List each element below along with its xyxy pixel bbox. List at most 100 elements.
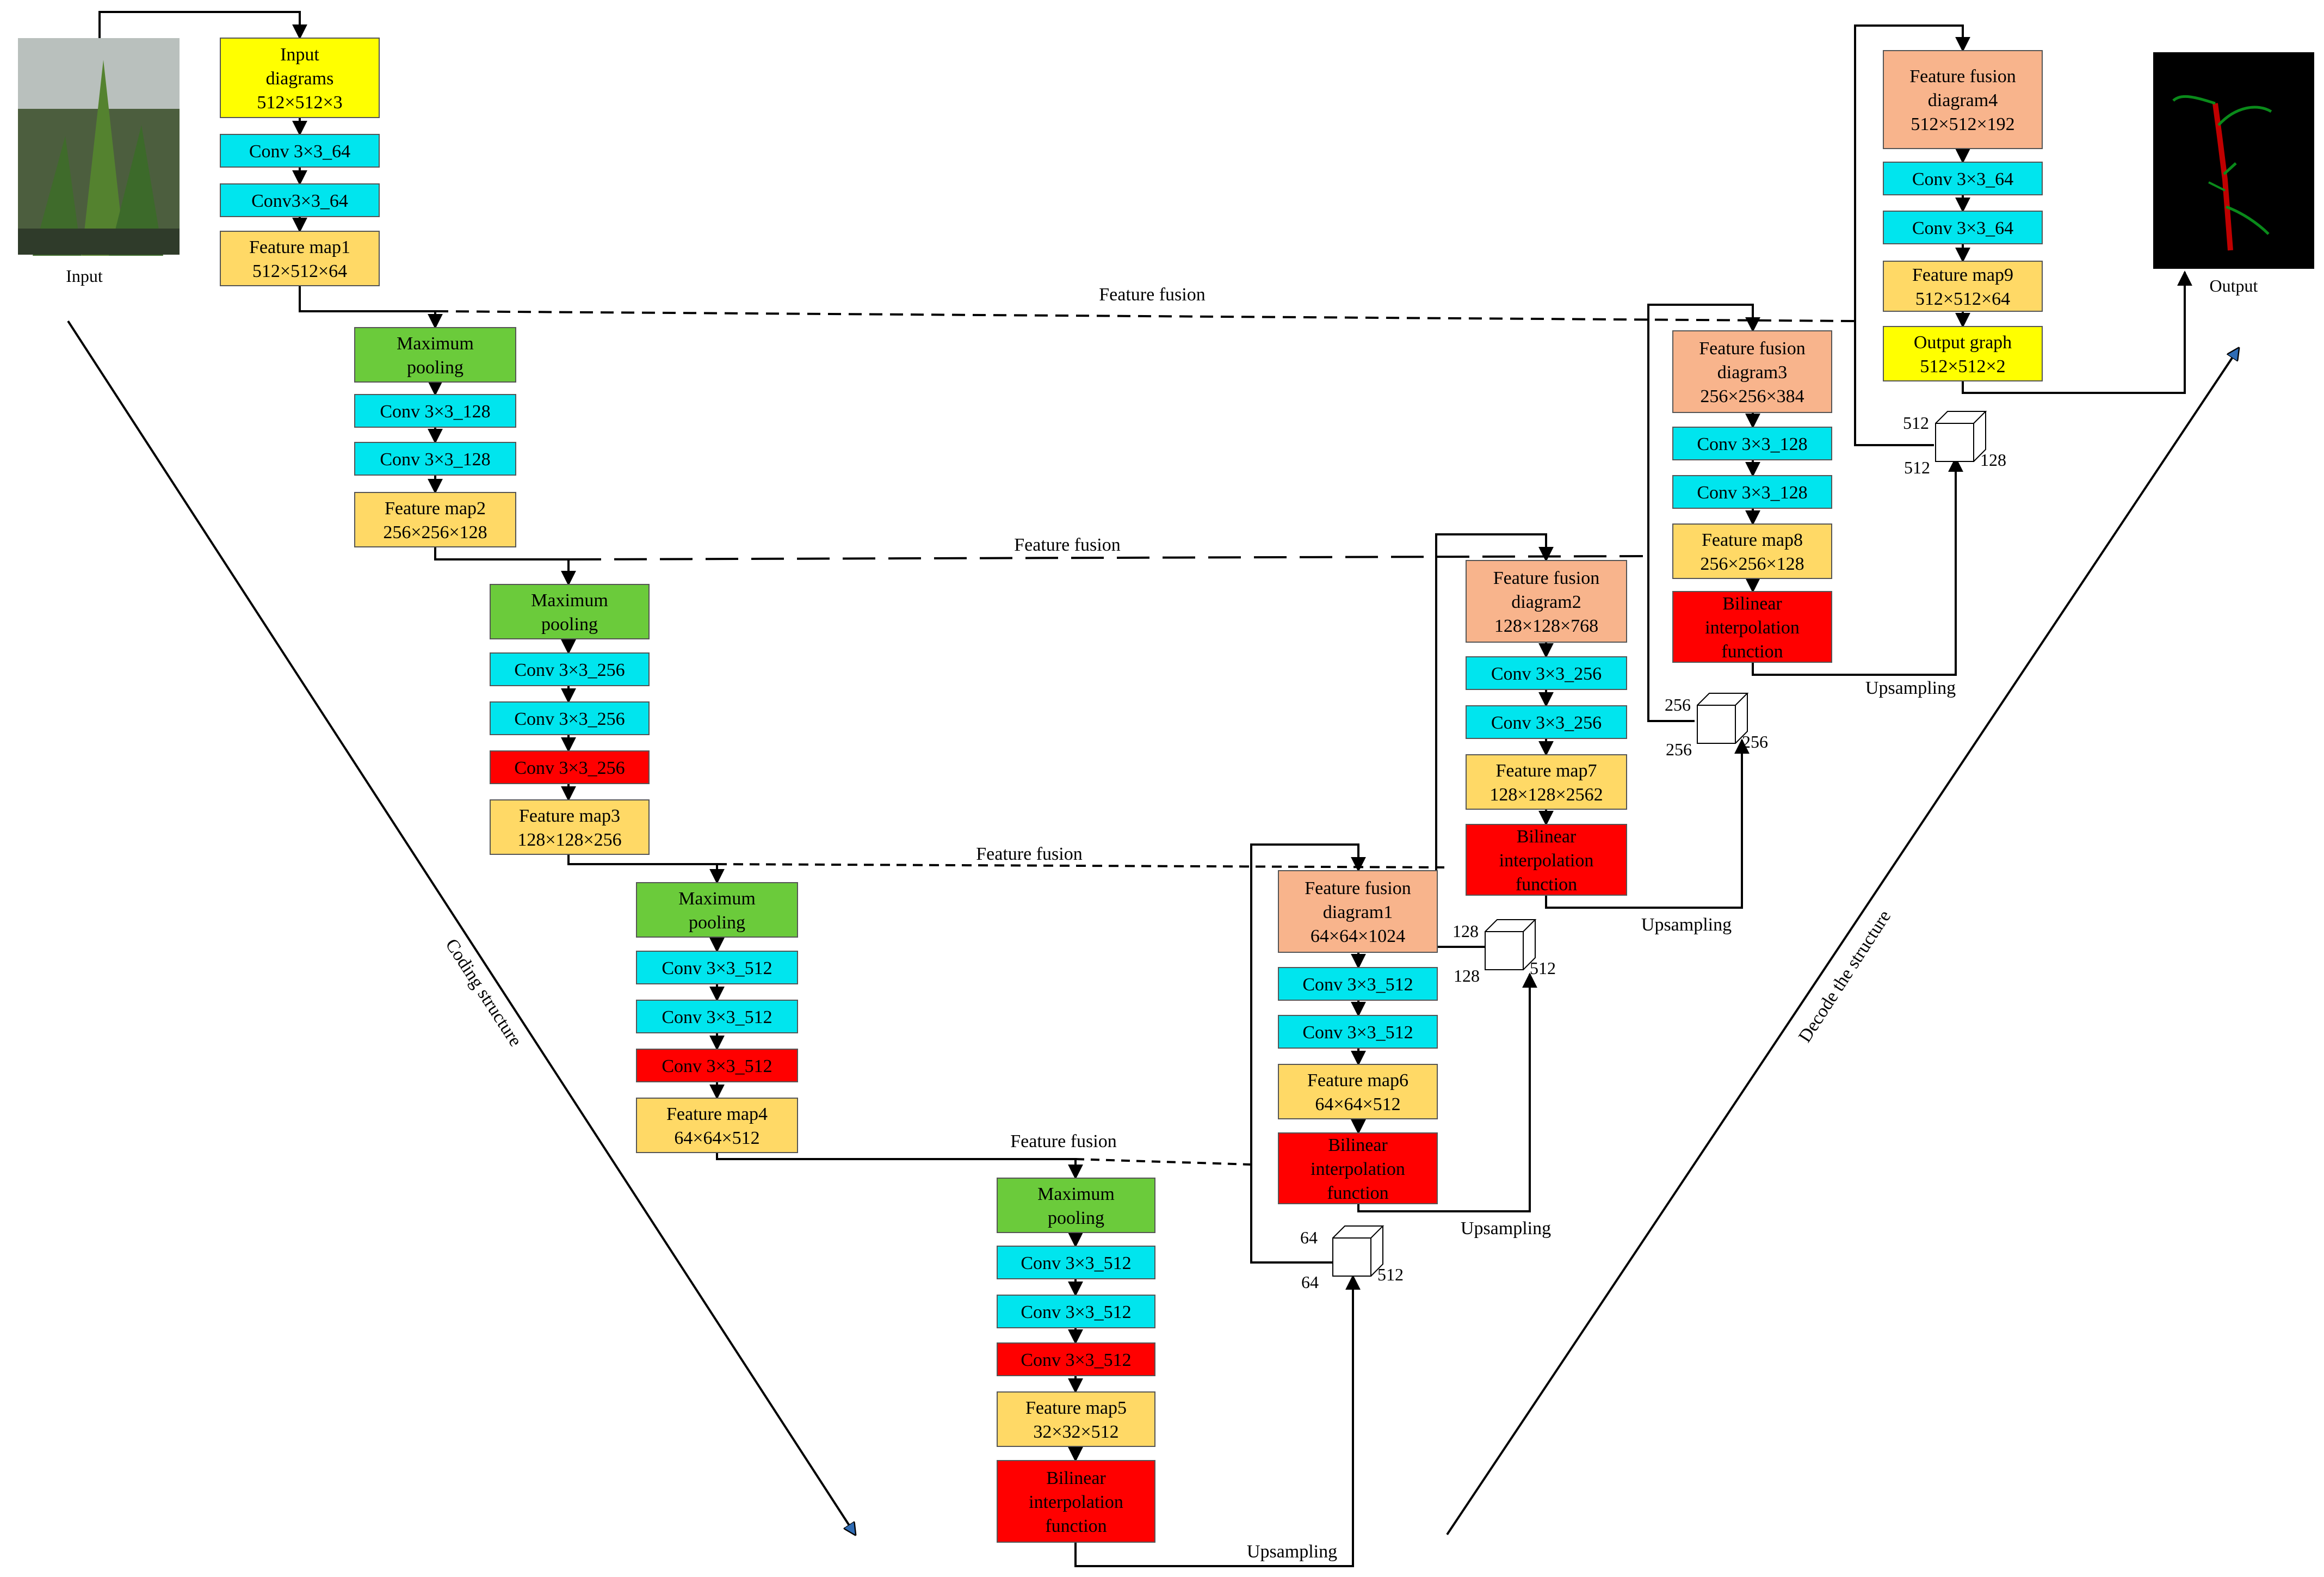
- maxpool-1-text-1: Maximum: [397, 334, 474, 354]
- conv-3a-block: Conv 3×3_256: [490, 652, 650, 686]
- feature-map2-text-2: 256×256×128: [383, 522, 487, 543]
- cube-dim-bottom: 64: [1301, 1272, 1319, 1292]
- feature-fusion-label-2: Feature fusion: [1014, 535, 1120, 555]
- conv-7a-block: Conv 3×3_256: [1466, 656, 1627, 690]
- maxpool-4-text-2: pooling: [1048, 1208, 1104, 1228]
- bilinear-6-text-1: Bilinear: [1328, 1135, 1388, 1155]
- bilinear-8-box: [1672, 591, 1832, 663]
- fusion-1-text-2: diagram1: [1323, 902, 1393, 922]
- feature-map5-box: [997, 1391, 1155, 1447]
- decoder-connectors: [1074, 24, 2192, 1567]
- bilinear-8-text-2: interpolation: [1705, 618, 1800, 638]
- conv-8b-block: Conv 3×3_128: [1672, 475, 1832, 509]
- cube-dim-bottom: 128: [1454, 966, 1480, 985]
- fusion-4-box: [1883, 50, 2043, 149]
- coding-arrow: [67, 320, 855, 1535]
- conv-7b-block: Conv 3×3_256: [1466, 705, 1627, 739]
- conv-1a-box: [220, 134, 380, 168]
- feature-map2-text-1: Feature map2: [385, 498, 486, 519]
- feature-map9-box: [1883, 261, 2043, 312]
- feature-map2-block: Feature map2 256×256×128: [354, 492, 516, 547]
- conv-2a-box: [354, 394, 516, 428]
- feature-map7-text-1: Feature map7: [1496, 761, 1597, 781]
- coding-structure-label: Coding structure: [441, 935, 526, 1050]
- feature-map6-text-1: Feature map6: [1307, 1070, 1408, 1091]
- conv-9b-block: Conv 3×3_64: [1883, 211, 2043, 244]
- conv-5c-block: Conv 3×3_512: [997, 1342, 1155, 1376]
- conv-1a-block: Conv 3×3_64: [220, 134, 380, 168]
- conv-3c-text-1: Conv 3×3_256: [514, 758, 625, 778]
- cube-dim-left: 256: [1665, 695, 1691, 714]
- conv-4c-block: Conv 3×3_512: [636, 1049, 798, 1082]
- bilinear-5-text-3: function: [1045, 1516, 1107, 1536]
- feature-map1-text-1: Feature map1: [249, 237, 350, 257]
- bilinear-7-text-3: function: [1516, 874, 1577, 895]
- feature-fusion-label-3: Feature fusion: [976, 844, 1082, 864]
- bilinear-8-text-1: Bilinear: [1722, 594, 1782, 614]
- feature-map8-text-1: Feature map8: [1702, 530, 1803, 550]
- conv-8a-box: [1672, 427, 1832, 460]
- feature-map3-box: [490, 799, 650, 855]
- maxpool-1-block: Maximum pooling: [354, 327, 516, 383]
- conv-5b-text-1: Conv 3×3_512: [1021, 1302, 1131, 1322]
- maxpool-2-text-1: Maximum: [531, 590, 608, 611]
- feature-map5-text-2: 32×32×512: [1033, 1422, 1118, 1442]
- fusion-4-text-1: Feature fusion: [1909, 66, 2016, 87]
- feature-map1-box: [220, 231, 380, 286]
- feature-map2-box: [354, 492, 516, 547]
- bilinear-8-text-3: function: [1721, 642, 1783, 662]
- fusion-2-text-2: diagram2: [1511, 592, 1581, 612]
- upsampling-label-1: Upsampling: [1247, 1542, 1337, 1562]
- conv-8a-block: Conv 3×3_128: [1672, 427, 1832, 460]
- conv-5b-block: Conv 3×3_512: [997, 1295, 1155, 1328]
- conv-9b-box: [1883, 211, 2043, 244]
- conv-5a-box: [997, 1246, 1155, 1279]
- conv-6a-box: [1278, 967, 1438, 1001]
- conv-3b-block: Conv 3×3_256: [490, 701, 650, 735]
- feature-map8-box: [1672, 523, 1832, 579]
- conv-4c-box: [636, 1049, 798, 1082]
- conv-7a-box: [1466, 656, 1627, 690]
- conv-8b-text-1: Conv 3×3_128: [1697, 483, 1807, 503]
- maxpool-3-box: [636, 882, 798, 938]
- conv-7a-text-1: Conv 3×3_256: [1491, 664, 1602, 684]
- feature-map3-text-1: Feature map3: [519, 806, 620, 826]
- feature-map1-text-2: 512×512×64: [252, 261, 347, 281]
- conv-9a-text-1: Conv 3×3_64: [1912, 169, 2013, 189]
- conv-2b-box: [354, 442, 516, 476]
- conv-5b-box: [997, 1295, 1155, 1328]
- fusion-1-text-1: Feature fusion: [1305, 878, 1411, 898]
- output-image: [2153, 52, 2314, 269]
- conv-8b-box: [1672, 475, 1832, 509]
- conv-4b-block: Conv 3×3_512: [636, 1000, 798, 1033]
- cube-dim-left: 128: [1453, 921, 1479, 941]
- feature-map4-text-2: 64×64×512: [674, 1128, 759, 1148]
- feature-map9-text-1: Feature map9: [1912, 265, 2013, 285]
- input-diagrams-text-2: diagrams: [266, 69, 334, 89]
- maxpool-1-box: [354, 327, 516, 383]
- conv-4b-box: [636, 1000, 798, 1033]
- conv-8a-text-1: Conv 3×3_128: [1697, 434, 1807, 454]
- cube-dim-right: 512: [1377, 1265, 1404, 1284]
- bilinear-5-text-2: interpolation: [1029, 1492, 1123, 1512]
- fusion-3-text-2: diagram3: [1717, 362, 1787, 383]
- fusion-3-text-1: Feature fusion: [1699, 338, 1805, 359]
- fusion-1-box: [1278, 870, 1438, 953]
- conv-1a-text-1: Conv 3×3_64: [249, 141, 350, 162]
- maxpool-1-text-2: pooling: [407, 358, 463, 378]
- output-graph-text-2: 512×512×2: [1920, 356, 2005, 377]
- conv-3c-block: Conv 3×3_256: [490, 750, 650, 784]
- cube-shape: [1485, 919, 1537, 970]
- bilinear-6-text-2: interpolation: [1311, 1159, 1405, 1179]
- conv-6a-block: Conv 3×3_512: [1278, 967, 1438, 1001]
